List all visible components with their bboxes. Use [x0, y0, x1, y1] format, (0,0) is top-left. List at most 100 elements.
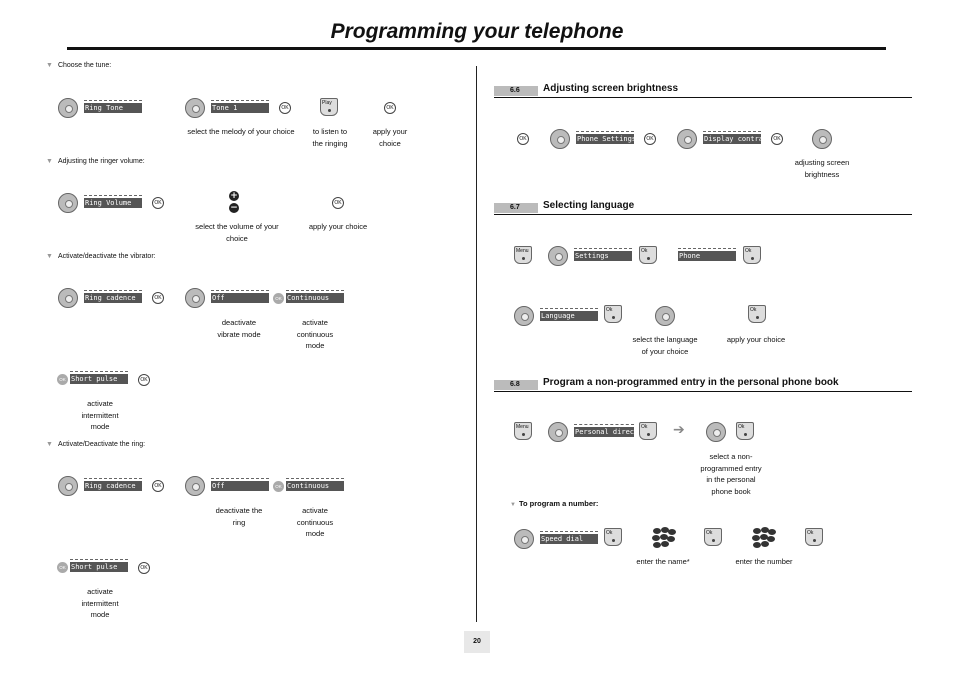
- step-ringer-volume: ▼Adjusting the ringer volume:: [46, 158, 145, 165]
- screen-off: Off: [211, 478, 269, 493]
- section-number-6-7: 6.7: [494, 203, 538, 213]
- screen-speed-dial: Speed dial: [540, 531, 598, 546]
- keypad-icon: [652, 527, 676, 548]
- ok-key-icon: OK: [152, 480, 164, 492]
- ok-key-icon: OK: [138, 562, 150, 574]
- menu-key-icon: Menu: [514, 246, 532, 264]
- ok-softkey-icon: Ok: [704, 528, 722, 546]
- navigator-icon: [548, 246, 568, 266]
- ok-key-icon: OK: [644, 133, 656, 145]
- navigator-icon: [58, 98, 78, 118]
- arrow-right-icon: ➔: [673, 422, 685, 438]
- caption-select-melody: select the melody of your choice: [187, 127, 295, 136]
- screen-language: Language: [540, 308, 598, 323]
- section-title-brightness: Adjusting screen brightness: [543, 83, 679, 94]
- navigator-icon: [655, 306, 675, 326]
- section-rule: [494, 214, 912, 215]
- triangle-icon: ▼: [46, 253, 53, 260]
- triangle-icon: ▼: [46, 441, 53, 448]
- screen-ring-tone: Ring Tone: [84, 100, 142, 115]
- screen-short-pulse: Short pulse: [70, 559, 128, 574]
- screen-short-pulse: Short pulse: [70, 371, 128, 386]
- caption-enter-number: enter the number: [735, 557, 793, 566]
- navigator-icon: [185, 288, 205, 308]
- navigator-icon: [185, 476, 205, 496]
- play-key-icon: Play: [320, 98, 338, 116]
- page-title: Programming your telephone: [330, 20, 624, 43]
- screen-personal-directory: Personal director: [574, 424, 634, 439]
- ok-key-icon: OK: [279, 102, 291, 114]
- screen-continuous: Continuous: [286, 290, 344, 305]
- section-rule: [494, 391, 912, 392]
- ok-key-icon: OK: [152, 197, 164, 209]
- screen-ring-volume: Ring Volume: [84, 195, 142, 210]
- ok-key-icon: OK: [57, 562, 68, 573]
- navigator-icon: [514, 529, 534, 549]
- keypad-icon: [752, 527, 776, 548]
- navigator-icon: [548, 422, 568, 442]
- ok-key-icon: OK: [332, 197, 344, 209]
- step-ring: ▼Activate/Deactivate the ring:: [46, 441, 146, 448]
- ok-key-icon: OK: [152, 292, 164, 304]
- ok-softkey-icon: Ok: [743, 246, 761, 264]
- navigator-icon: [514, 306, 534, 326]
- section-number-6-6: 6.6: [494, 86, 538, 96]
- section-rule: [494, 97, 912, 98]
- ok-softkey-icon: Ok: [805, 528, 823, 546]
- caption-enter-name: enter the name*: [636, 557, 690, 566]
- screen-settings: Settings: [574, 248, 632, 263]
- ok-key-icon: OK: [771, 133, 783, 145]
- ok-key-icon: OK: [138, 374, 150, 386]
- column-divider: [476, 66, 477, 622]
- section-title-language: Selecting language: [543, 200, 635, 211]
- navigator-icon: [58, 476, 78, 496]
- screen-off: Off: [211, 290, 269, 305]
- screen-ring-cadence: Ring cadence: [84, 290, 142, 305]
- plus-key-icon: +: [229, 191, 239, 201]
- section-number-6-8: 6.8: [494, 380, 538, 390]
- screen-ring-cadence: Ring cadence: [84, 478, 142, 493]
- navigator-icon: [812, 129, 832, 149]
- screen-phone-settings: Phone Settings: [576, 131, 634, 146]
- menu-key-icon: Menu: [514, 422, 532, 440]
- title-rule: [67, 47, 886, 50]
- triangle-icon: ▼: [46, 158, 53, 165]
- page-number: 20: [464, 631, 490, 653]
- screen-display-contrast: Display contrast: [703, 131, 761, 146]
- ok-softkey-icon: Ok: [639, 246, 657, 264]
- ok-softkey-icon: Ok: [736, 422, 754, 440]
- navigator-icon: [706, 422, 726, 442]
- to-program-heading: ▼To program a number:: [510, 499, 599, 508]
- ok-key-icon: OK: [384, 102, 396, 114]
- ok-key-icon: OK: [57, 374, 68, 385]
- minus-key-icon: −: [229, 203, 239, 213]
- ok-softkey-icon: Ok: [748, 305, 766, 323]
- section-title-phone-book: Program a non-programmed entry in the pe…: [543, 377, 839, 388]
- ok-softkey-icon: Ok: [604, 528, 622, 546]
- ok-softkey-icon: Ok: [604, 305, 622, 323]
- caption-apply-choice: apply your choice: [726, 335, 786, 344]
- screen-tone-1: Tone 1: [211, 100, 269, 115]
- screen-phone: Phone: [678, 248, 736, 263]
- navigator-icon: [677, 129, 697, 149]
- step-choose-tune: ▼Choose the tune:: [46, 62, 112, 69]
- caption-apply-choice: apply your choice: [308, 222, 368, 231]
- navigator-icon: [58, 193, 78, 213]
- ok-key-icon: OK: [273, 293, 284, 304]
- navigator-icon: [550, 129, 570, 149]
- screen-continuous: Continuous: [286, 478, 344, 493]
- ok-softkey-icon: Ok: [639, 422, 657, 440]
- step-vibrator: ▼Activate/deactivate the vibrator:: [46, 253, 156, 260]
- ok-key-icon: OK: [273, 481, 284, 492]
- ok-key-icon: OK: [517, 133, 529, 145]
